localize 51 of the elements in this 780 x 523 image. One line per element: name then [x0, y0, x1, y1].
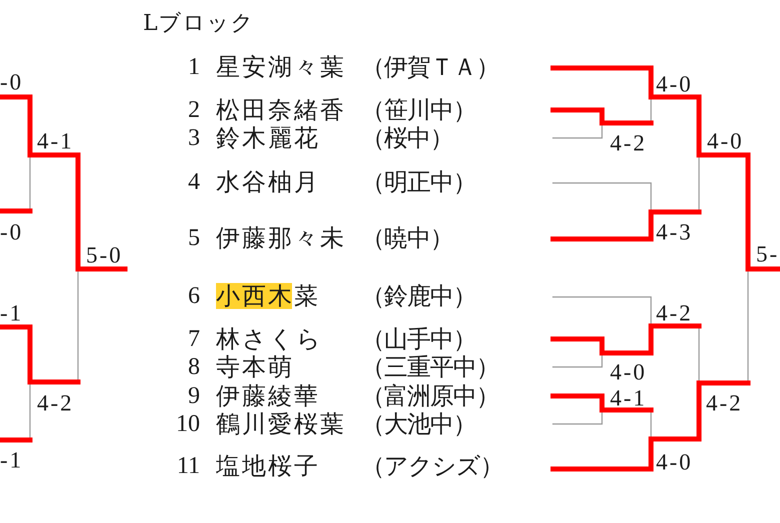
- entry-number: 1: [188, 55, 200, 79]
- match-score: 4-3: [656, 220, 693, 244]
- school-name: （暁中）: [361, 226, 453, 250]
- match-score: -0: [0, 220, 24, 244]
- match-score: 4-2: [610, 132, 647, 154]
- block-title: Lブロック: [143, 13, 255, 35]
- player-name: 水谷柚月: [216, 170, 320, 194]
- player-name: 伊藤那々未: [216, 226, 346, 250]
- match-score: 4-0: [610, 360, 647, 384]
- school-name: （山手中）: [361, 327, 476, 351]
- school-name: （富洲原中）: [361, 384, 499, 408]
- player-name: 寺本萌: [216, 355, 294, 379]
- entry-number: 8: [188, 355, 200, 379]
- entry-number: 10: [176, 412, 200, 436]
- player-name: 鶴川愛桜葉: [216, 412, 346, 436]
- player-name: 塩地桜子: [216, 454, 320, 478]
- player-name: 伊藤綾華: [216, 384, 320, 408]
- match-score: 4-2: [656, 302, 693, 324]
- match-score: 4-0: [707, 130, 744, 152]
- school-name: （桜中）: [361, 126, 453, 150]
- match-score: -1: [0, 448, 24, 472]
- entry-number: 7: [188, 327, 200, 351]
- match-score: 4-1: [37, 130, 74, 152]
- match-score: 4-2: [37, 392, 74, 414]
- school-name: （伊賀ＴＡ）: [361, 55, 499, 79]
- player-name: 鈴木麗花: [216, 126, 320, 150]
- player-name: 星安湖々葉: [216, 55, 346, 79]
- player-name: 小西木菜: [216, 283, 320, 309]
- entry-number: 2: [188, 98, 200, 122]
- school-name: （笹川中）: [361, 98, 476, 122]
- entry-number: 4: [188, 170, 200, 194]
- match-score: 4-1: [610, 386, 647, 410]
- player-name: 松田奈緒香: [216, 98, 346, 122]
- entry-number: 5: [188, 226, 200, 250]
- school-name: （鈴鹿中）: [361, 284, 476, 308]
- match-score: 5-0: [86, 244, 123, 266]
- school-name: （三重平中）: [361, 355, 499, 379]
- school-name: （大池中）: [361, 412, 476, 436]
- entry-number: 6: [188, 284, 200, 308]
- match-score: -0: [0, 70, 24, 94]
- player-name: 林さくら: [216, 327, 323, 351]
- entry-number: 3: [188, 126, 200, 150]
- school-name: （明正中）: [361, 170, 476, 194]
- match-score: -1: [0, 302, 24, 324]
- match-score: 5-: [756, 242, 780, 266]
- school-name: （アクシズ）: [361, 454, 503, 478]
- match-score: 4-0: [656, 72, 693, 96]
- entry-number: 9: [188, 384, 200, 408]
- entry-number: 11: [176, 454, 200, 478]
- match-score: 4-2: [706, 392, 743, 414]
- match-score: 4-0: [656, 450, 693, 474]
